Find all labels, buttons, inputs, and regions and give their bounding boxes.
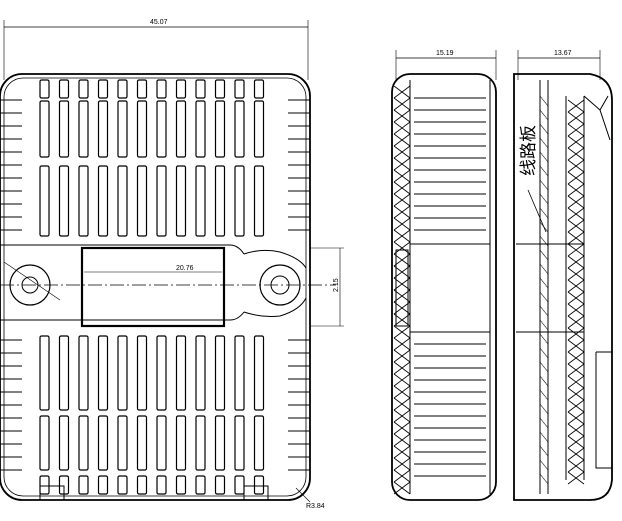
vent-slot (58, 165, 70, 237)
vent-slot (253, 165, 265, 237)
vent-slot (136, 165, 148, 237)
top-vent-slots (39, 79, 265, 237)
vent-slot (175, 415, 187, 471)
vent-slot (58, 415, 70, 471)
vent-slot (195, 475, 206, 495)
side-view-left: 15.19 (391, 50, 497, 501)
height-dimension: 2.15 (333, 278, 340, 292)
vent-slot (234, 335, 245, 411)
vent-slot (58, 79, 70, 99)
vent-slot (78, 415, 89, 471)
vent-slot (58, 335, 70, 411)
vent-slot (214, 335, 226, 411)
housing-outline (0, 73, 311, 501)
window-dimension: 20.76 (176, 265, 194, 272)
vent-slot (39, 475, 50, 495)
vent-slot (214, 475, 226, 495)
vent-slot (253, 415, 265, 471)
vent-slot (214, 100, 226, 158)
vent-slot (97, 335, 109, 411)
vent-slot (97, 165, 109, 237)
vent-slot (195, 415, 206, 471)
vent-slot (195, 165, 206, 237)
vent-slot (175, 100, 187, 158)
vent-slot (136, 100, 148, 158)
vent-slot (156, 415, 167, 471)
vent-slot (156, 100, 167, 158)
vent-slot (195, 100, 206, 158)
vent-slot (136, 79, 148, 99)
vent-slot (136, 475, 148, 495)
vent-slot (175, 475, 187, 495)
vent-slot (117, 79, 128, 99)
vent-slot (234, 79, 245, 99)
vent-slot (195, 79, 206, 99)
corner-radius-label: R3.84 (306, 503, 325, 510)
vent-slot (195, 335, 206, 411)
vent-slot (39, 165, 50, 237)
vent-slot (253, 475, 265, 495)
vent-slot (234, 165, 245, 237)
vent-slot (214, 79, 226, 99)
right-side-outline (513, 73, 613, 501)
left-side-dimension: 15.19 (436, 50, 454, 57)
vent-slot (234, 415, 245, 471)
vent-slot (156, 475, 167, 495)
left-fins (414, 97, 486, 477)
width-dimension: 45.07 (150, 19, 168, 26)
vent-slot (97, 79, 109, 99)
side-view-right: 13.67 线路板 (513, 50, 613, 501)
front-view: 45.07 20.76 2.15 R3.84 (0, 19, 344, 510)
vent-slot (234, 475, 245, 495)
vent-slot (156, 335, 167, 411)
vent-slot (117, 415, 128, 471)
vent-slot (175, 79, 187, 99)
bottom-vent-slots (39, 335, 265, 495)
vent-slot (117, 475, 128, 495)
vent-slot (175, 335, 187, 411)
vent-slot (156, 79, 167, 99)
vent-slot (117, 165, 128, 237)
vent-slot (253, 100, 265, 158)
right-wall-hatch (539, 95, 585, 485)
vent-slot (253, 335, 265, 411)
vent-slot (117, 100, 128, 158)
vent-slot (234, 100, 245, 158)
vent-slot (175, 165, 187, 237)
vent-slot (78, 335, 89, 411)
vent-slot (97, 475, 109, 495)
vent-slot (117, 335, 128, 411)
vent-slot (39, 335, 50, 411)
side-vent-ticks (0, 99, 310, 471)
left-wall-hatch (393, 85, 411, 495)
vent-slot (253, 79, 265, 99)
vent-slot (97, 100, 109, 158)
vent-slot (39, 415, 50, 471)
sensor-window (80, 246, 226, 328)
vent-slot (78, 475, 89, 495)
vent-slot (156, 165, 167, 237)
vent-slot (39, 100, 50, 158)
vent-slot (97, 415, 109, 471)
circuit-board-label: 线路板 (519, 125, 538, 176)
vent-slot (214, 415, 226, 471)
vent-slot (78, 100, 89, 158)
vent-slot (58, 100, 70, 158)
vent-slot (136, 415, 148, 471)
vent-slot (78, 165, 89, 237)
vent-slot (136, 335, 148, 411)
left-side-outline (391, 73, 497, 501)
vent-slot (78, 79, 89, 99)
vent-slot (39, 79, 50, 99)
vent-slot (214, 165, 226, 237)
right-side-dimension: 13.67 (554, 50, 572, 57)
